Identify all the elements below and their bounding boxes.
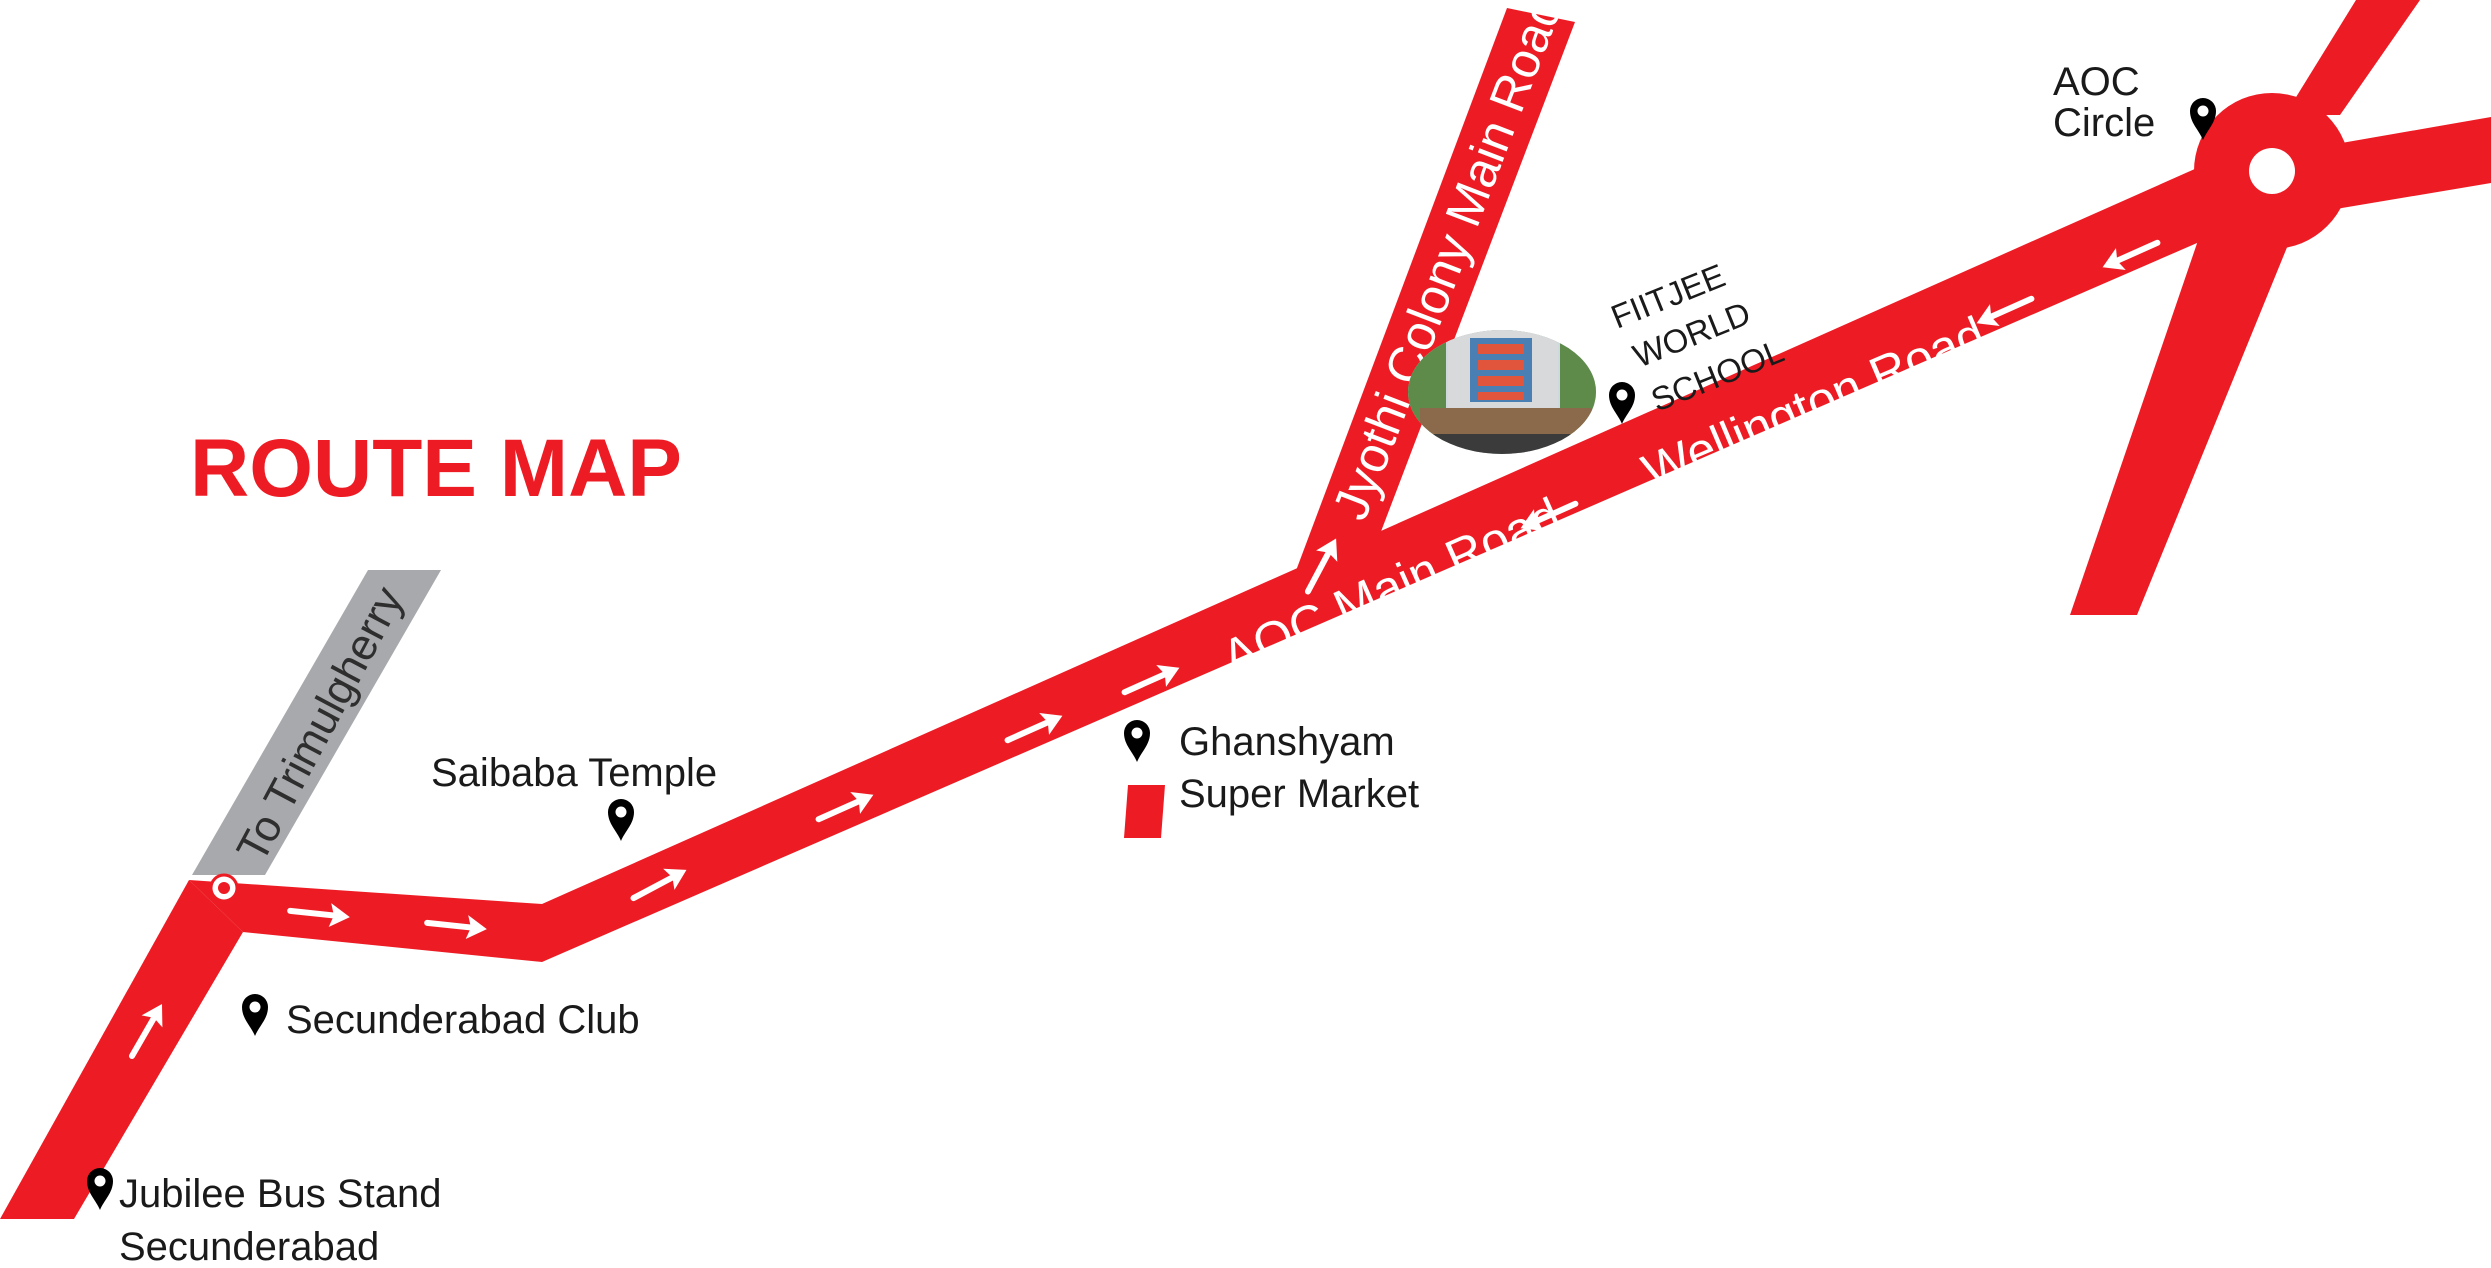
jubilee-label-line-1: Jubilee Bus Stand xyxy=(119,1172,441,1216)
map-pin-icon xyxy=(1609,382,1635,424)
ghanshyam-label-line-1: Ghanshyam xyxy=(1179,720,1395,764)
aoc-circle-label-line-2: Circle xyxy=(2053,101,2155,145)
map-pin-icon xyxy=(1124,720,1150,762)
trimulgherry-road-label: To Trimulgherry xyxy=(228,579,414,870)
map-pin-icon xyxy=(242,994,268,1036)
map-pin-icon xyxy=(87,1168,113,1210)
roundabout-icon xyxy=(2249,148,2295,194)
saibaba-temple-label: Saibaba Temple xyxy=(431,751,717,795)
map-title: ROUTE MAP xyxy=(190,423,682,514)
jubilee-label-line-2: Secunderabad xyxy=(119,1225,379,1268)
ghanshyam-label-line-2: Super Market xyxy=(1179,772,1419,816)
trimulgherry-road xyxy=(192,570,441,875)
jubilee-road-segment xyxy=(0,880,243,1219)
club-road-segment xyxy=(189,880,542,962)
school-building-image xyxy=(1408,330,1596,454)
aoc-east-road xyxy=(2330,117,2491,210)
aoc-main-road xyxy=(542,160,2250,962)
map-pin-icon xyxy=(608,799,634,841)
secunderabad-club-label: Secunderabad Club xyxy=(286,998,640,1042)
ghanshyam-road xyxy=(1124,785,1165,838)
aoc-north-road xyxy=(2285,0,2420,115)
jyothi-colony-road xyxy=(1285,8,1575,605)
aoc-south-road xyxy=(2070,220,2290,615)
aoc-circle-label-line-1: AOC xyxy=(2053,60,2140,104)
